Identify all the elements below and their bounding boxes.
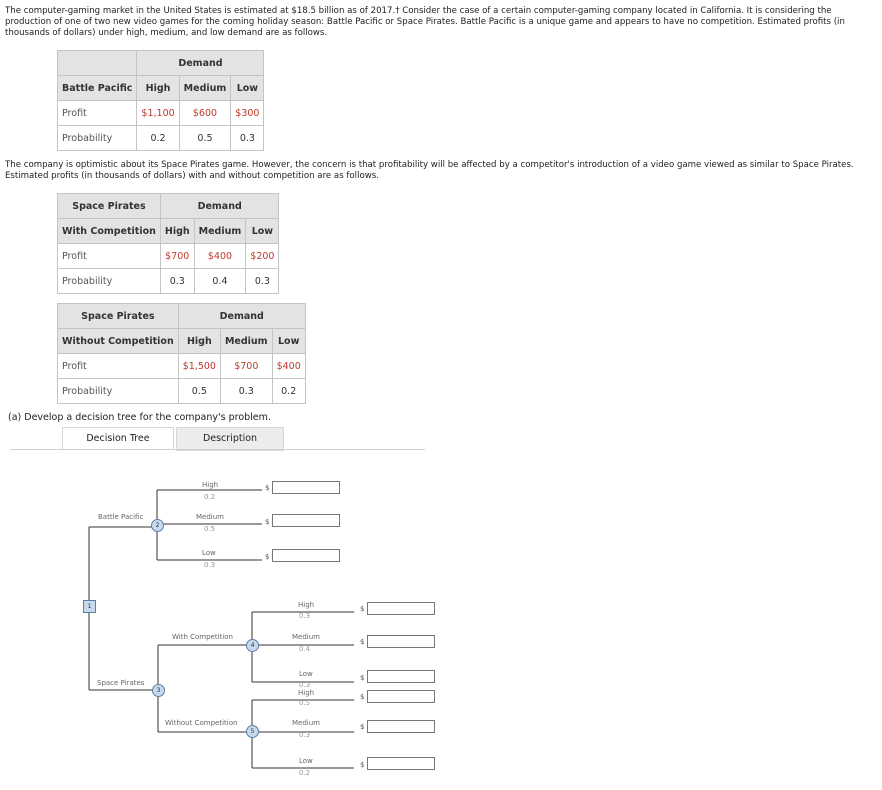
- outcome-probability: 0.2: [204, 493, 216, 501]
- outcome-probability: 0.4: [299, 645, 311, 653]
- dollar-sign: $: [360, 761, 365, 769]
- payoff-input[interactable]: [367, 670, 435, 683]
- dollar-sign: $: [265, 553, 270, 561]
- demand-header: Demand: [136, 50, 265, 76]
- table-subtitle: With Competition: [57, 218, 161, 244]
- col-high: High: [159, 218, 195, 244]
- col-low: Low: [271, 328, 306, 354]
- tab-description[interactable]: Description: [176, 427, 284, 451]
- probability-label: Probability: [57, 268, 161, 294]
- profit-value: $700: [219, 353, 273, 379]
- outcome-probability: 0.5: [299, 699, 311, 707]
- probability-value: 0.4: [193, 268, 247, 294]
- with-competition-table: Space Pirates Demand With Competition Hi…: [57, 193, 280, 294]
- demand-header: Demand: [159, 193, 280, 219]
- payoff-input[interactable]: [367, 720, 435, 733]
- middle-paragraph: The company is optimistic about its Spac…: [5, 160, 854, 181]
- branch-label: With Competition: [172, 633, 233, 641]
- outcome-probability: 0.5: [204, 525, 216, 533]
- chance-node: 4: [246, 639, 259, 652]
- outcome-label: High: [298, 689, 315, 697]
- payoff-input[interactable]: [272, 481, 340, 494]
- outcome-label: Medium: [292, 633, 320, 641]
- dollar-sign: $: [360, 674, 365, 682]
- tab-decision-tree[interactable]: Decision Tree: [62, 427, 174, 450]
- col-high: High: [177, 328, 221, 354]
- col-medium: Medium: [178, 75, 232, 101]
- decision-node: 1: [83, 600, 96, 613]
- payoff-input[interactable]: [367, 635, 435, 648]
- probability-value: 0.3: [230, 125, 265, 151]
- intro-paragraph: The computer-gaming market in the United…: [5, 6, 845, 38]
- table-title: Battle Pacific: [56, 75, 138, 101]
- tab-divider: [10, 449, 425, 450]
- profit-value: $400: [271, 353, 306, 379]
- profit-value: $300: [230, 100, 265, 126]
- col-high: High: [136, 75, 180, 101]
- question-a: (a) Develop a decision tree for the comp…: [8, 412, 271, 423]
- demand-header: Demand: [177, 303, 306, 329]
- probability-value: 0.5: [178, 125, 232, 151]
- dollar-sign: $: [360, 693, 365, 701]
- chance-node: 2: [151, 519, 164, 532]
- table-title: Space Pirates: [57, 193, 161, 219]
- profit-value: $700: [159, 243, 195, 269]
- probability-value: 0.3: [245, 268, 280, 294]
- probability-label: Probability: [56, 125, 138, 151]
- payoff-input[interactable]: [367, 690, 435, 703]
- payoff-input[interactable]: [367, 757, 435, 770]
- dollar-sign: $: [360, 605, 365, 613]
- branch-label: Space Pirates: [97, 679, 145, 687]
- dollar-sign: $: [265, 518, 270, 526]
- payoff-input[interactable]: [367, 602, 435, 615]
- col-low: Low: [230, 75, 265, 101]
- outcome-label: Low: [299, 670, 313, 678]
- probability-label: Probability: [57, 378, 179, 404]
- dollar-sign: $: [360, 723, 365, 731]
- probability-value: 0.2: [271, 378, 306, 404]
- profit-value: $200: [245, 243, 280, 269]
- profit-value: $1,500: [177, 353, 221, 379]
- outcome-label: High: [298, 601, 315, 609]
- branch-label: Battle Pacific: [98, 513, 144, 521]
- branch-label: Without Competition: [165, 719, 238, 727]
- outcome-label: Low: [299, 757, 313, 765]
- probability-value: 0.2: [136, 125, 180, 151]
- payoff-input[interactable]: [272, 549, 340, 562]
- outcome-probability: 0.3: [299, 731, 311, 739]
- dollar-sign: $: [265, 484, 270, 492]
- probability-value: 0.5: [177, 378, 221, 404]
- chance-node: 3: [152, 684, 165, 697]
- outcome-probability: 0.3: [299, 612, 311, 620]
- without-competition-table: Space Pirates Demand Without Competition…: [57, 303, 306, 404]
- outcome-label: Medium: [196, 513, 224, 521]
- probability-value: 0.3: [159, 268, 195, 294]
- outcome-probability: 0.3: [299, 681, 311, 689]
- outcome-probability: 0.2: [299, 769, 311, 777]
- outcome-label: Medium: [292, 719, 320, 727]
- outcome-label: Low: [202, 549, 216, 557]
- col-medium: Medium: [219, 328, 273, 354]
- outcome-probability: 0.3: [204, 561, 216, 569]
- chance-node: 5: [246, 725, 259, 738]
- probability-value: 0.3: [219, 378, 273, 404]
- outcome-label: High: [202, 481, 219, 489]
- profit-value: $600: [178, 100, 232, 126]
- payoff-input[interactable]: [272, 514, 340, 527]
- table-subtitle: Without Competition: [57, 328, 179, 354]
- table-title: Space Pirates: [57, 303, 179, 329]
- dollar-sign: $: [360, 638, 365, 646]
- battle-pacific-table: Demand Battle Pacific High Medium Low Pr…: [56, 50, 265, 151]
